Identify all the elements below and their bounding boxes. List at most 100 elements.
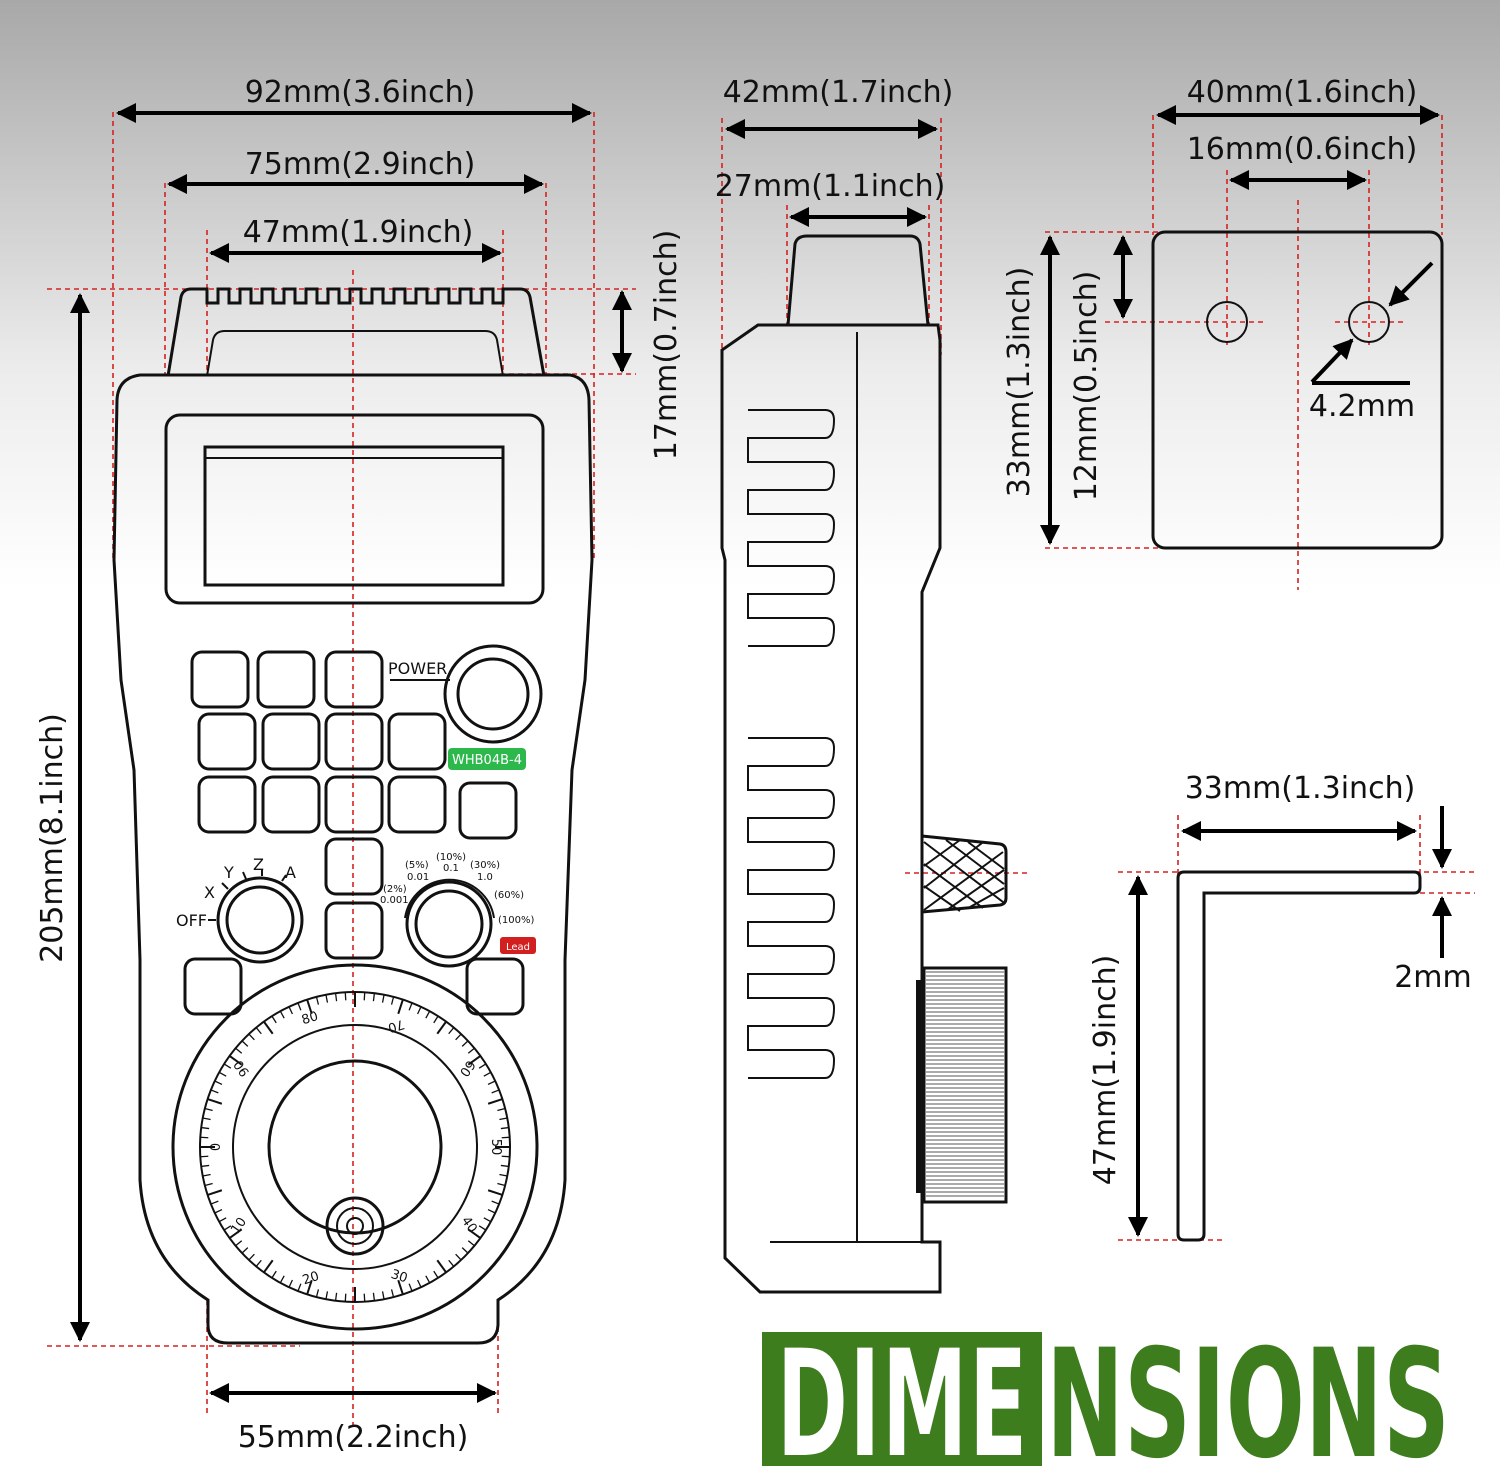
keypad [183,650,525,1016]
handwheel-tick [436,1259,447,1273]
step-label: (30%) [470,860,500,871]
step-scale-arc [404,878,495,919]
handwheel-tick [235,1240,243,1247]
screen [203,445,505,587]
device-body [112,373,594,1345]
handwheel-tick [448,1027,455,1035]
handwheel-tick [433,1270,439,1279]
front-view: 92mm(3.6inch) 75mm(2.9inch) 47mm(1.9inch… [35,75,684,1455]
handwheel-tick [363,1293,366,1302]
handwheel-tick [483,1071,492,1077]
handwheel-tick [204,1182,213,1187]
handwheel-outer [171,963,539,1331]
lead-badge-text: Lead [506,942,530,953]
keypad-button[interactable] [197,712,257,771]
handwheel-crank[interactable] [325,1196,385,1256]
step-label: 1.0 [477,872,493,883]
keypad-button[interactable] [183,957,243,1016]
bracket-height-label: 33mm(1.3inch) [1002,267,1037,498]
side-tab-depth-label: 27mm(1.1inch) [715,169,946,204]
handwheel-tick [279,1275,285,1284]
bracket-width-label: 40mm(1.6inch) [1187,75,1418,110]
keypad-button[interactable] [324,775,384,834]
handwheel-edge-knurl [926,971,1004,1197]
lead-badge [500,937,536,954]
handwheel-tick [255,1027,262,1035]
handwheel-tick [478,1225,487,1231]
keypad-button[interactable] [458,781,518,840]
handwheel-tick [210,1089,219,1094]
dial-number: 50 [488,1139,503,1156]
handwheel-tick [223,1225,232,1231]
keypad-button[interactable] [261,712,321,771]
handwheel-tick [448,1259,455,1267]
step-selector[interactable]: (2%) 0.001 (5%) 0.01 (10%) 0.1 (30%) 1.0… [380,852,536,968]
axis-z-label: Z [253,855,264,874]
handwheel-tick [306,1279,313,1295]
keypad-button[interactable] [324,650,384,709]
handwheel-ticks [200,992,510,1302]
keypad-button[interactable] [197,775,257,834]
handwheel-tick [478,1063,487,1069]
model-badge [448,748,526,770]
axis-tick [242,871,247,880]
top-tab-inner [206,330,504,377]
step-knob[interactable] [414,889,484,959]
handwheel-tick [467,1047,475,1054]
keypad-button[interactable] [465,957,525,1016]
side-knob[interactable] [920,834,1008,914]
handwheel-tick [241,1040,249,1047]
handwheel-tick [433,1015,439,1024]
side-view: 42mm(1.7inch) 27mm(1.1inch) [715,75,1028,1294]
keypad-button[interactable] [190,650,250,709]
handwheel-tick [487,1189,503,1196]
handwheel-tick [487,1098,503,1105]
handwheel-tick [207,1189,223,1196]
hole-diameter-arrow [1310,338,1354,384]
handwheel-edge-shadow [916,980,924,1193]
axis-x-label: X [204,883,215,902]
keypad-button[interactable] [324,712,384,771]
handwheel-tick [408,1283,413,1292]
dial-number: 20 [301,1269,321,1288]
axis-selector[interactable]: OFF X Y Z A [176,855,304,964]
handwheel-tick [381,994,385,1003]
handwheel-tick [467,1240,475,1247]
step-label: 0.1 [443,863,459,874]
handwheel-tick [279,1010,285,1019]
handwheel-tick [271,1270,277,1279]
handwheel-tick [207,1098,223,1105]
side-knob-knurl [923,839,1005,912]
handwheel-tick [483,1217,492,1223]
axis-knob[interactable] [225,885,295,955]
handwheel-crank-inner [336,1207,374,1245]
handwheel-tick [202,1173,211,1177]
keypad-button[interactable] [387,775,447,834]
handwheel[interactable]: 80 70 60 50 40 30 20 10 0 90 [171,963,539,1331]
grip-ridges-lower [747,737,836,1079]
handwheel-tick [334,1292,338,1301]
model-badge-text: WHB04B-4 [452,753,522,768]
bracket-view: 40mm(1.6inch) 16mm(0.6inch) 33mm(1.3inch… [1002,75,1444,590]
keypad-button[interactable] [261,775,321,834]
keypad-button[interactable] [324,901,384,960]
keypad-button[interactable] [324,837,384,896]
front-bottom-width-label: 55mm(2.2inch) [238,1420,469,1455]
handwheel-tick [214,1080,223,1085]
handwheel-tick [297,1002,302,1011]
handwheel-tick [288,1279,293,1288]
hole-diameter-arrow [1388,261,1434,307]
handwheel-tick [417,1006,422,1015]
step-label: (2%) [383,884,407,895]
handwheel-tick [363,992,366,1001]
keypad-button[interactable] [256,650,316,709]
hole-diameter-label: 4.2mm [1309,389,1415,424]
keypad-button[interactable] [387,712,447,771]
mounting-hole [1348,301,1390,343]
handwheel-tick [263,1021,274,1035]
screen-bezel [164,413,545,605]
power-button[interactable] [456,657,530,731]
handwheel-tick [501,1136,510,1139]
